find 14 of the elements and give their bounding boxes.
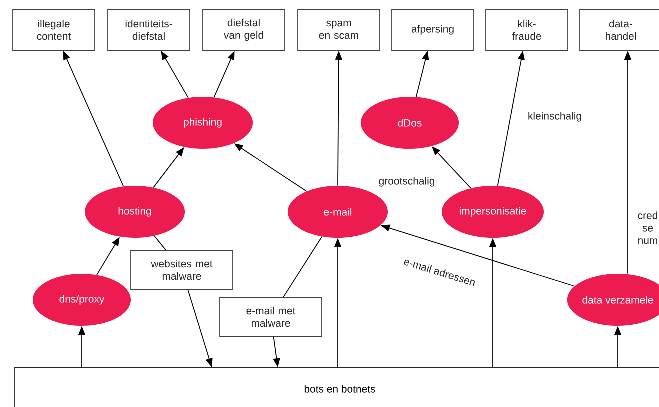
- outcome-box: e-mail met malware: [220, 297, 322, 337]
- edge-label: grootschalig: [378, 176, 436, 188]
- outcome-box: data- handel: [580, 9, 659, 51]
- outcome-box: illegale content: [12, 9, 96, 51]
- edge-label: e-mail adressen: [402, 256, 478, 288]
- edge-label: kleinschalig: [526, 111, 584, 123]
- outcome-box: identiteits- diefstal: [108, 9, 190, 51]
- edge-label: cred se num: [634, 210, 659, 246]
- outcome-box: klik- fraude: [486, 9, 568, 51]
- outcome-box: spam en scam: [298, 9, 380, 51]
- bots-box: bots en botnets: [14, 368, 659, 407]
- outcome-box: websites met malware: [130, 250, 234, 290]
- outcome-box: diefstal van geld: [202, 9, 286, 51]
- outcome-box: afpersing: [392, 9, 474, 51]
